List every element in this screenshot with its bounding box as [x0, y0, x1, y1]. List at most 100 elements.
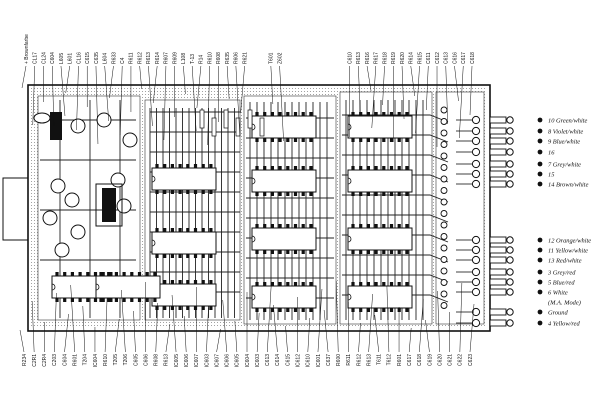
component-label: IC603: [204, 354, 210, 368]
leader-line: [459, 65, 464, 139]
leader-line: [191, 65, 197, 132]
wire-label: 4 Yellow/red: [548, 320, 580, 327]
leader-line: [183, 315, 187, 353]
component-label: C203: [52, 354, 58, 366]
test-pin: [440, 106, 448, 114]
test-pin: [440, 256, 448, 263]
component-label: C611: [426, 52, 432, 64]
component-label: T601: [269, 52, 275, 64]
component-label: C614: [275, 354, 281, 366]
ic-chip: [251, 112, 317, 142]
leader-line: [317, 288, 323, 353]
component-label: R613: [164, 354, 170, 366]
leader-line: [371, 65, 377, 129]
component-label: R601: [72, 354, 78, 366]
wire-label: 15: [548, 171, 554, 178]
leader-line: [437, 290, 440, 353]
leader-line: [459, 282, 463, 353]
component-label: R611: [346, 354, 352, 366]
leader-line: [121, 289, 126, 353]
leader-line: [60, 65, 66, 117]
component-label: L108: [181, 53, 187, 64]
capacitor: [70, 118, 86, 134]
leader-line: [155, 302, 159, 353]
component-label: R621: [242, 52, 248, 64]
leader-line: [133, 310, 136, 353]
wire-label: 7 Grey/white: [548, 161, 581, 168]
leader-line: [469, 303, 475, 353]
leader-line: [70, 284, 75, 353]
connector-pads: [440, 106, 543, 328]
test-pin: [440, 175, 448, 183]
connector-pad: [456, 235, 543, 245]
leader-line: [104, 297, 108, 353]
wire-label: 11 Yellow/white: [548, 247, 588, 254]
leader-line: [386, 285, 390, 353]
test-pin: [440, 152, 448, 160]
leader-line: [19, 329, 25, 353]
leader-line: [32, 65, 35, 126]
component-label: Z602: [277, 52, 283, 64]
connector-pad: [456, 126, 543, 136]
component-label: C617: [407, 354, 413, 366]
component-label: C615: [285, 354, 291, 366]
component-label: IC612: [295, 354, 301, 368]
test-pin: [440, 233, 448, 240]
capacitor: [64, 192, 80, 208]
component-label: C604: [50, 52, 56, 64]
component-label: C621: [448, 354, 454, 366]
component-label: CL16: [76, 52, 82, 64]
component-label: R606: [234, 52, 240, 64]
leader-line: [152, 65, 158, 104]
leader-line: [171, 294, 177, 353]
leader-line: [76, 65, 79, 131]
leader-line: [408, 327, 412, 353]
component-label: IC603: [255, 354, 261, 368]
wire-label: 6 White: [548, 289, 568, 296]
component-label: C619: [427, 354, 433, 366]
connector-pad: [456, 318, 543, 328]
component-label: C637: [326, 354, 332, 366]
resistor: [223, 109, 229, 129]
component-label: IC601: [316, 354, 322, 368]
component-label: R611: [129, 52, 135, 64]
wire-label: 9 Blue/white: [548, 138, 580, 145]
leader-line: [267, 283, 272, 353]
leader-line: [234, 320, 238, 353]
component-label: R635: [225, 52, 231, 64]
component-label: R612: [137, 52, 143, 64]
leader-line: [410, 65, 416, 97]
wire-label: 3 Grey/red: [547, 269, 576, 276]
component-label: C613: [265, 354, 271, 366]
component-label: C606: [143, 354, 149, 366]
leader-line: [425, 319, 430, 353]
leader-line: [54, 292, 57, 353]
component-label: R633: [111, 52, 117, 64]
wire-label: 12 Orange/white: [548, 237, 591, 244]
ic-chip: [151, 280, 217, 310]
test-pin: [440, 279, 448, 286]
component-label: C635: [94, 52, 100, 64]
leader-line: [382, 65, 385, 106]
component-label: R613: [356, 52, 362, 64]
wire-label: 13 Red/white: [548, 257, 582, 264]
connector-pad: [456, 136, 543, 146]
leader-line: [445, 65, 449, 125]
leader-line: [196, 65, 202, 109]
component-label: R614: [155, 52, 161, 64]
leader-line: [163, 65, 167, 141]
test-pin: [440, 129, 448, 137]
leader-line: [104, 65, 109, 122]
component-label: L605: [59, 53, 65, 64]
ic-chip: [347, 224, 413, 254]
ic-chip: [251, 282, 317, 312]
component-label: T204: [83, 354, 89, 366]
leader-line: [307, 317, 311, 353]
component-label: R601: [397, 354, 403, 366]
leader-line: [183, 65, 186, 95]
leader-line: [256, 312, 260, 353]
resistor: [247, 109, 253, 129]
test-pin: [440, 141, 448, 148]
